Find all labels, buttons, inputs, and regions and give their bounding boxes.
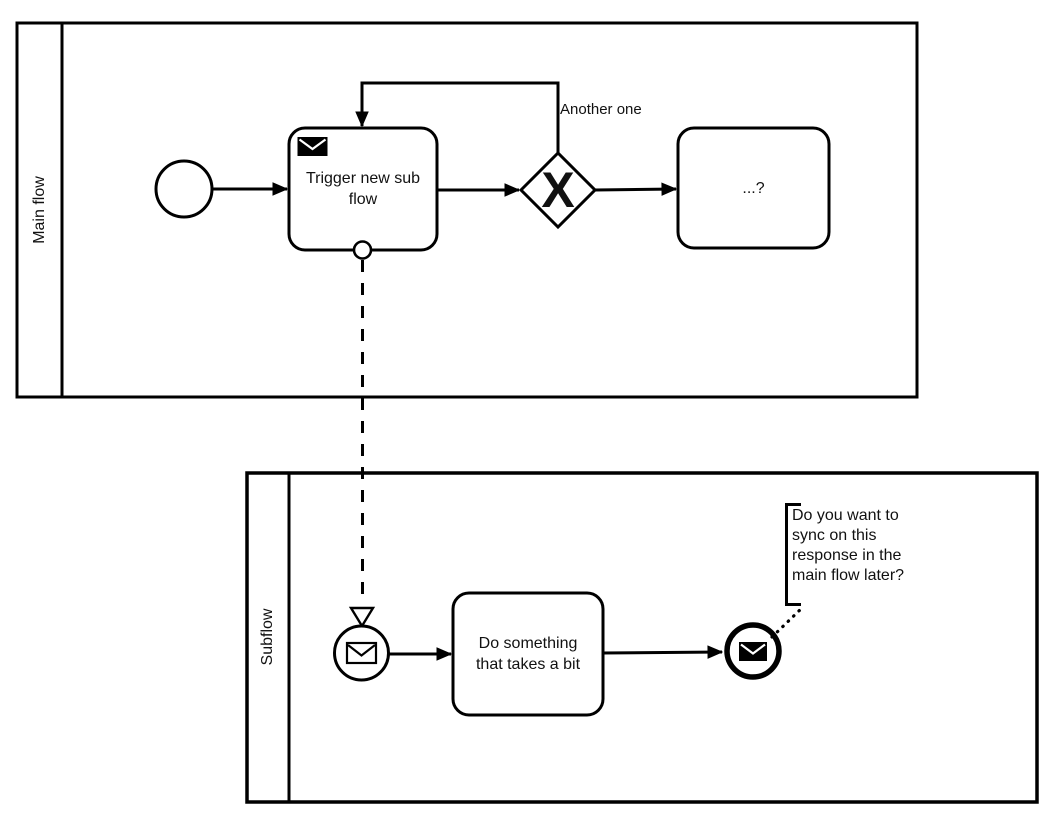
message-flow-origin: [352, 240, 373, 260]
subflow-pool: [245, 471, 1039, 804]
question-task: [676, 126, 831, 250]
text-annotation-label: Do you want to sync on this response in …: [792, 507, 905, 584]
exclusive-gateway-x-marker: X: [541, 162, 575, 218]
work-task-label: Do something that takes a bit: [475, 635, 581, 673]
message-envelope-icon: [739, 642, 767, 661]
flow-gateway-to-question: [594, 189, 676, 190]
flow-work-to-end: [602, 652, 722, 653]
text-annotation-bracket: [785, 503, 801, 606]
association-dotted: [770, 604, 806, 639]
trigger-task-label: Trigger new sub flow: [305, 170, 421, 208]
main-pool-label: Main flow: [31, 176, 48, 244]
message-send-icon: [297, 137, 328, 156]
message-flow-open-arrowhead: [348, 606, 376, 629]
question-task-label: ...?: [742, 179, 765, 197]
flow-loop-back: [362, 81, 560, 153]
message-envelope-icon: [345, 641, 378, 665]
subflow-pool-label: Subflow: [259, 608, 276, 666]
start-event: [154, 159, 214, 219]
work-task: [451, 591, 605, 717]
loop-flow-label: Another one: [560, 101, 642, 118]
